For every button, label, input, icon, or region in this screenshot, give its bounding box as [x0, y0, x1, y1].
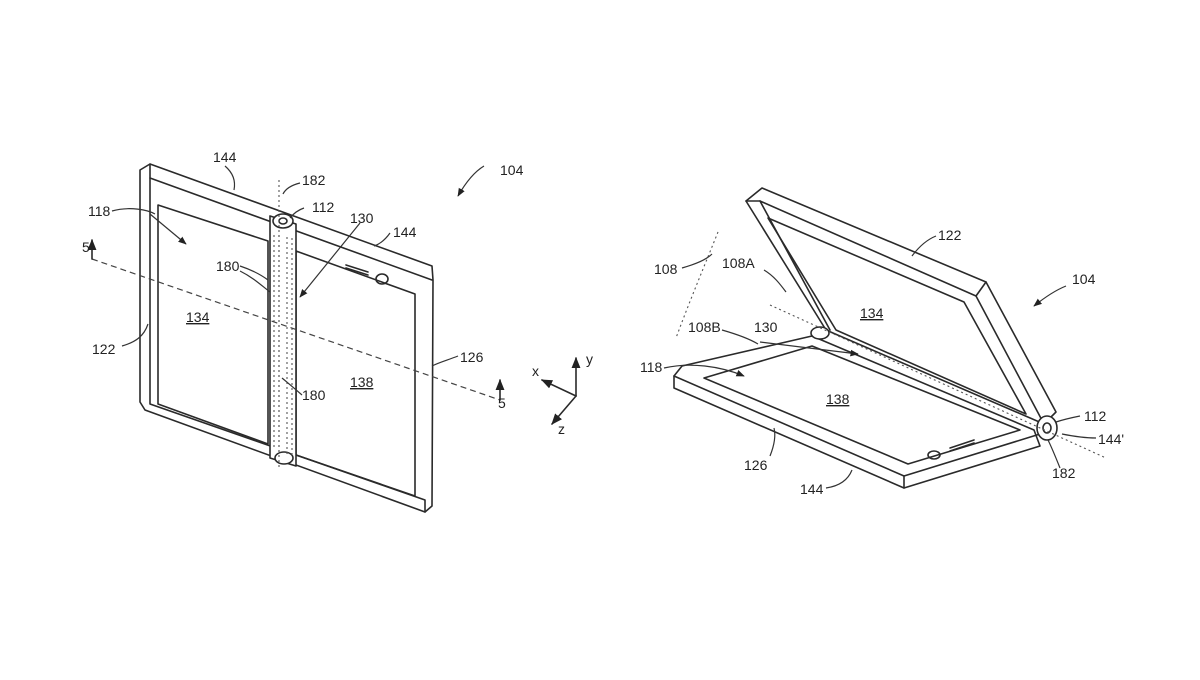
- label-134: 134: [186, 309, 210, 325]
- label-144-right: 144: [393, 224, 417, 240]
- left-device: [87, 163, 505, 513]
- label-122: 122: [92, 341, 116, 357]
- label-r-144: 144: [800, 481, 824, 497]
- label-r-108B: 108B: [688, 319, 721, 335]
- left-leaders: [111, 165, 485, 396]
- right-hinge-inner-knuckle: [810, 326, 830, 340]
- label-r-104: 104: [1072, 271, 1096, 287]
- left-screen-panel-134: [157, 204, 269, 445]
- hinge-bottom-knuckle: [274, 451, 294, 465]
- upper-screen-134: [767, 217, 1027, 415]
- label-144-top: 144: [213, 149, 237, 165]
- camera-icon: [375, 273, 389, 285]
- label-138: 138: [350, 374, 374, 390]
- label-r-126: 126: [744, 457, 768, 473]
- label-118: 118: [88, 203, 111, 219]
- right-camera-icon: [927, 450, 941, 460]
- axis-z-label: z: [558, 421, 565, 437]
- label-104-left: 104: [500, 162, 524, 178]
- right-device-lower-half: [673, 335, 1041, 489]
- axis-x-label: x: [532, 363, 539, 379]
- label-r-108A: 108A: [722, 255, 755, 271]
- label-r-108: 108: [654, 261, 678, 277]
- label-r-138: 138: [826, 391, 850, 407]
- label-126: 126: [460, 349, 484, 365]
- label-r-112: 112: [1084, 408, 1107, 424]
- label-r-122: 122: [938, 227, 962, 243]
- right-leaders: [663, 235, 1097, 489]
- axis-y-label: y: [586, 351, 593, 367]
- right-device: [673, 187, 1107, 489]
- right-labels: 122 108 108A 104 134 108B 130 118 138 11…: [640, 227, 1124, 497]
- label-182: 182: [302, 172, 326, 188]
- label-130: 130: [350, 210, 374, 226]
- label-r-182: 182: [1052, 465, 1076, 481]
- label-180-upper: 180: [216, 258, 240, 274]
- label-r-134: 134: [860, 305, 884, 321]
- label-112: 112: [312, 199, 335, 215]
- hinge-top-knuckle: [272, 213, 294, 229]
- label-r-144-prime: 144': [1098, 431, 1124, 447]
- label-180-lower: 180: [302, 387, 326, 403]
- lower-screen-138: [703, 345, 1021, 465]
- label-5-left: 5: [82, 239, 90, 255]
- hinge-axis-182: [769, 304, 1107, 459]
- label-5-right: 5: [498, 395, 506, 411]
- coordinate-axes: x y z: [532, 351, 593, 437]
- label-r-118: 118: [640, 359, 663, 375]
- bracket-108: [675, 231, 719, 339]
- section-line-5-5: [91, 258, 501, 401]
- label-r-130: 130: [754, 319, 778, 335]
- left-labels: 144 182 112 130 144 118 5 180 134 122 12…: [82, 149, 524, 411]
